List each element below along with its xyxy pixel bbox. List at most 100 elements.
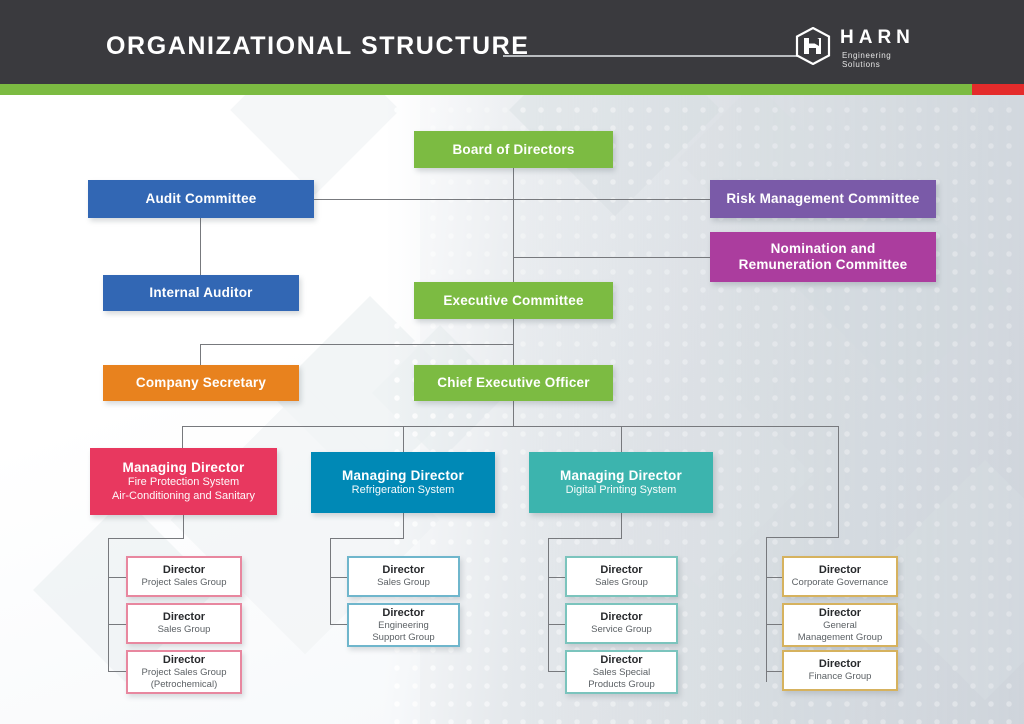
- node-label: Internal Auditor: [149, 285, 253, 300]
- director-box[interactable]: Director Project Sales Group (Petrochemi…: [126, 650, 242, 694]
- node-chief-executive-officer[interactable]: Chief Executive Officer: [414, 365, 613, 401]
- node-sublabel: Refrigeration System: [351, 483, 455, 496]
- connector-md1-down: [183, 515, 184, 538]
- logo-wordmark: HARN: [840, 27, 915, 48]
- connector-md2-drop: [403, 426, 404, 452]
- connector-md3-stub: [548, 671, 565, 672]
- connector-gov-stub: [766, 624, 782, 625]
- director-box[interactable]: Director Service Group: [565, 603, 678, 644]
- director-box[interactable]: Director Sales Group: [347, 556, 460, 597]
- director-group: Corporate Governance: [791, 577, 889, 589]
- node-risk-management-committee[interactable]: Risk Management Committee: [710, 180, 936, 218]
- connector-gov-stub: [766, 577, 782, 578]
- connector-risk-branch: [513, 199, 710, 200]
- logo-tagline: Engineering Solutions: [842, 51, 892, 69]
- node-executive-committee[interactable]: Executive Committee: [414, 282, 613, 319]
- connector-nomination-branch: [513, 257, 710, 258]
- director-title: Director: [600, 611, 643, 624]
- node-board-of-directors[interactable]: Board of Directors: [414, 131, 613, 168]
- director-group: Finance Group: [808, 671, 872, 683]
- node-label: Managing Director: [560, 467, 682, 483]
- page-title: ORGANIZATIONAL STRUCTURE: [106, 32, 530, 60]
- director-group: Sales Group: [157, 624, 211, 636]
- director-box[interactable]: Director General Management Group: [782, 603, 898, 647]
- director-title: Director: [382, 564, 425, 577]
- connector-md3-stub: [548, 577, 565, 578]
- connector-md2-stub: [330, 624, 347, 625]
- connector-md2-spine: [330, 538, 331, 625]
- node-label: Board of Directors: [452, 141, 575, 157]
- director-box[interactable]: Director Sales Group: [565, 556, 678, 597]
- node-label: Managing Director: [342, 467, 464, 483]
- node-label: Executive Committee: [443, 292, 584, 308]
- director-group: Engineering Support Group: [372, 620, 435, 643]
- node-managing-director-fire-protection[interactable]: Managing Director Fire Protection System…: [90, 448, 277, 515]
- node-label: Managing Director: [122, 460, 245, 475]
- node-label: Risk Management Committee: [726, 191, 920, 206]
- director-group: General Management Group: [797, 620, 883, 643]
- director-title: Director: [818, 607, 862, 619]
- connector-gov-stub: [766, 671, 782, 672]
- director-box[interactable]: Director Sales Special Products Group: [565, 650, 678, 694]
- director-box[interactable]: Director Sales Group: [126, 603, 242, 644]
- connector-md2-stub: [330, 577, 347, 578]
- node-label: Audit Committee: [145, 191, 257, 206]
- connector-ceo-down: [513, 401, 514, 426]
- connector-md-bus: [182, 426, 839, 427]
- node-audit-committee[interactable]: Audit Committee: [88, 180, 314, 218]
- connector-md3-drop: [621, 426, 622, 452]
- director-title: Director: [382, 607, 425, 619]
- director-box[interactable]: Director Project Sales Group: [126, 556, 242, 597]
- node-sublabel: Fire Protection System Air-Conditioning …: [111, 476, 256, 502]
- accent-bar: [0, 84, 1024, 95]
- connector-md1-stub: [108, 671, 126, 672]
- connector-md1-spine: [108, 538, 109, 672]
- connector-md3-down: [621, 513, 622, 538]
- node-company-secretary[interactable]: Company Secretary: [103, 365, 299, 401]
- director-box[interactable]: Director Finance Group: [782, 650, 898, 691]
- connector-board-spine: [513, 168, 514, 282]
- director-title: Director: [162, 654, 206, 666]
- director-title: Director: [162, 611, 206, 624]
- director-box[interactable]: Director Engineering Support Group: [347, 603, 460, 647]
- connector-md3-turn: [548, 538, 622, 539]
- director-group: Sales Group: [595, 577, 648, 589]
- node-nomination-remuneration-committee[interactable]: Nomination and Remuneration Committee: [710, 232, 936, 282]
- director-title: Director: [818, 564, 862, 577]
- director-group: Sales Group: [377, 577, 430, 589]
- director-box[interactable]: Director Corporate Governance: [782, 556, 898, 597]
- connector-gov-turn: [766, 537, 839, 538]
- connector-md3-stub: [548, 624, 565, 625]
- harn-logo: HARN Engineering Solutions: [795, 27, 930, 69]
- connector-ceo-drop: [513, 344, 514, 365]
- director-title: Director: [600, 654, 643, 666]
- node-label: Chief Executive Officer: [437, 375, 590, 390]
- connector-md1-turn: [108, 538, 184, 539]
- connector-md3-spine: [548, 538, 549, 672]
- node-label: Company Secretary: [135, 375, 267, 390]
- connector-gov-spine: [766, 537, 767, 682]
- director-group: Project Sales Group: [141, 577, 227, 589]
- director-title: Director: [162, 564, 206, 577]
- connector-exec-down: [513, 319, 514, 344]
- director-title: Director: [818, 658, 862, 671]
- accent-bar-green: [0, 84, 972, 95]
- director-group: Project Sales Group (Petrochemical): [141, 667, 227, 690]
- page-header: ORGANIZATIONAL STRUCTURE HARN Engineerin…: [0, 0, 1024, 84]
- connector-secretary-drop: [200, 344, 201, 365]
- node-label: Nomination and Remuneration Committee: [738, 241, 908, 272]
- node-managing-director-refrigeration[interactable]: Managing Director Refrigeration System: [311, 452, 495, 513]
- node-internal-auditor[interactable]: Internal Auditor: [103, 275, 299, 311]
- connector-md1-stub: [108, 577, 126, 578]
- director-group: Sales Special Products Group: [588, 667, 655, 690]
- connector-exec-bus: [200, 344, 513, 345]
- node-managing-director-digital-printing[interactable]: Managing Director Digital Printing Syste…: [529, 452, 713, 513]
- director-title: Director: [600, 564, 643, 577]
- connector-md1-stub: [108, 624, 126, 625]
- accent-bar-red: [972, 84, 1024, 95]
- connector-md1-drop: [182, 426, 183, 448]
- connector-md2-down: [403, 513, 404, 538]
- harn-hexagon-logo-icon: [795, 27, 831, 65]
- connector-md2-turn: [330, 538, 404, 539]
